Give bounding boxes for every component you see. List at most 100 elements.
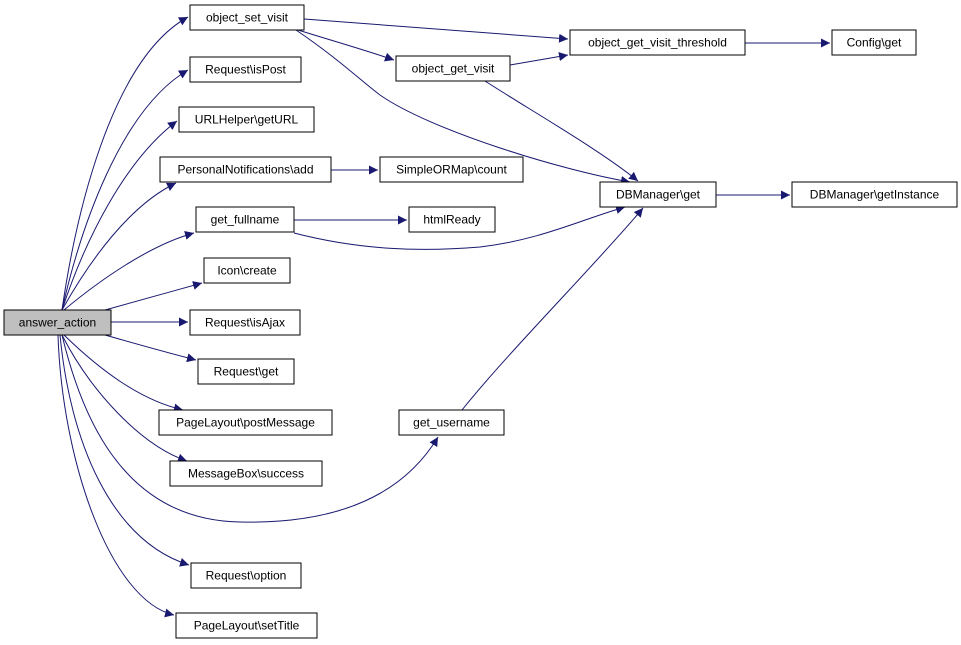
node-label: PageLayout\setTitle (194, 619, 300, 633)
edge-line (303, 18, 569, 43)
node-answer-action[interactable]: answer_action (3, 309, 112, 336)
edge-answer_action-to-pagelayout_settitle (57, 334, 175, 618)
edge-line (61, 334, 188, 463)
node-htmlready[interactable]: htmlReady (408, 206, 496, 233)
edge-answer_action-to-personalnotifications_add (61, 182, 177, 311)
edge-line (297, 29, 395, 62)
edge-line (59, 334, 190, 567)
edge-answer_action-to-get_fullname (63, 231, 195, 311)
edge-answer_action-to-object_set_visit (61, 16, 189, 311)
node-box (175, 612, 318, 639)
node-object-get-visit[interactable]: object_get_visit (395, 55, 511, 82)
node-label: object_set_visit (206, 11, 289, 25)
edge-answer_action-to-urlhelper_geturl (61, 120, 178, 311)
node-object-set-visit[interactable]: object_set_visit (189, 4, 305, 31)
node-box (169, 460, 323, 487)
edge-line (293, 205, 626, 250)
node-get-username[interactable]: get_username (398, 409, 505, 436)
edge-object_get_visit-to-dbmanager_get (484, 80, 639, 182)
node-box (195, 206, 295, 233)
node-box (158, 409, 333, 436)
node-label: PageLayout\postMessage (176, 416, 315, 430)
node-label: DBManager\get (616, 188, 701, 202)
node-box (398, 409, 505, 436)
edge-answer_action-to-request_option (59, 334, 190, 567)
node-label: DBManager\getInstance (810, 188, 940, 202)
edge-line (63, 231, 195, 311)
node-pagelayout-postmessage[interactable]: PageLayout\postMessage (158, 409, 333, 436)
node-simpleormap-count[interactable]: SimpleORMap\count (379, 156, 524, 183)
edge-object_get_visit-to-object_get_visit_threshold (509, 52, 569, 66)
node-personalnotifications-add[interactable]: PersonalNotifications\add (159, 156, 332, 183)
edge-answer_action-to-request_ispost (61, 69, 189, 311)
node-box (395, 55, 511, 82)
node-request-get[interactable]: Request\get (197, 358, 295, 385)
edge-line (104, 281, 203, 311)
edge-line (61, 182, 177, 311)
edge-line (295, 29, 631, 185)
node-box (159, 156, 332, 183)
node-box (791, 181, 958, 208)
edge-line (57, 334, 175, 618)
edge-answer_action-to-messagebox_success (61, 334, 188, 463)
edge-answer_action-to-get_username (61, 334, 439, 523)
node-box (3, 309, 112, 336)
node-icon-create[interactable]: Icon\create (203, 257, 291, 284)
node-label: Request\get (214, 365, 279, 379)
node-config-get[interactable]: Config\get (831, 29, 917, 56)
edge-get_fullname-to-dbmanager_get (293, 205, 626, 250)
node-box (197, 358, 295, 385)
node-urlhelper-geturl[interactable]: URLHelper\getURL (178, 106, 315, 133)
node-messagebox-success[interactable]: MessageBox\success (169, 460, 323, 487)
edge-line (61, 334, 439, 523)
node-pagelayout-settitle[interactable]: PageLayout\setTitle (175, 612, 318, 639)
edge-line (61, 69, 189, 311)
node-box (203, 257, 291, 284)
edge-line (461, 207, 644, 411)
node-dbmanager-getinstance[interactable]: DBManager\getInstance (791, 181, 958, 208)
edge-get_username-to-dbmanager_get (461, 207, 644, 411)
node-label: htmlReady (423, 213, 480, 227)
node-box (831, 29, 917, 56)
edge-line (509, 52, 569, 66)
edge-answer_action-to-icon_create (104, 281, 203, 311)
node-request-isajax[interactable]: Request\isAjax (189, 309, 301, 336)
node-label: MessageBox\success (188, 467, 304, 481)
edge-line (63, 334, 184, 413)
edge-answer_action-to-pagelayout_postmessage (63, 334, 184, 413)
node-box (599, 181, 717, 208)
edge-line (484, 80, 639, 182)
node-dbmanager-get[interactable]: DBManager\get (599, 181, 717, 208)
node-request-ispost[interactable]: Request\isPost (189, 56, 302, 83)
node-label: get_username (413, 416, 490, 430)
node-box (178, 106, 315, 133)
node-label: Config\get (847, 36, 902, 50)
node-box (189, 309, 301, 336)
node-box (408, 206, 496, 233)
node-label: PersonalNotifications\add (177, 163, 313, 177)
node-label: Request\option (206, 569, 287, 583)
node-label: Icon\create (217, 264, 277, 278)
node-object-get-visit-threshold[interactable]: object_get_visit_threshold (569, 29, 746, 56)
node-request-option[interactable]: Request\option (190, 562, 302, 589)
node-label: Request\isAjax (205, 316, 285, 330)
node-label: get_fullname (211, 213, 280, 227)
node-box (189, 56, 302, 83)
edge-object_set_visit-to-object_get_visit_threshold (303, 18, 569, 43)
node-label: URLHelper\getURL (195, 113, 299, 127)
edge-answer_action-to-request_get (104, 334, 197, 363)
node-box (190, 562, 302, 589)
edge-object_set_visit-to-dbmanager_get (295, 29, 631, 185)
nodes-layer: answer_action object_set_visitRequest\isP… (3, 4, 958, 639)
node-get-fullname[interactable]: get_fullname (195, 206, 295, 233)
node-box (189, 4, 305, 31)
node-box (569, 29, 746, 56)
node-label: object_get_visit (412, 62, 495, 76)
edge-line (104, 334, 197, 363)
edge-object_set_visit-to-object_get_visit (297, 29, 395, 62)
edges-layer (57, 16, 830, 618)
edge-line (61, 120, 178, 311)
node-label: Request\isPost (205, 63, 286, 77)
node-box (379, 156, 524, 183)
